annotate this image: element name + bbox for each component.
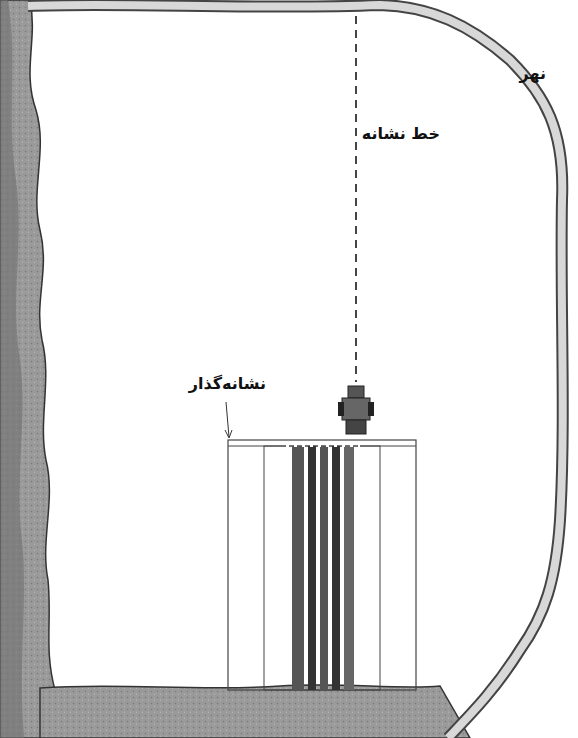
river <box>28 5 563 738</box>
marker-label: نشانه‌گذار <box>187 374 268 393</box>
tractor <box>338 386 374 434</box>
river-water <box>28 5 563 738</box>
line-label: خط نشانه <box>360 124 442 143</box>
leader-line <box>226 402 229 437</box>
terrain <box>0 0 55 738</box>
leader-arrow <box>225 430 232 438</box>
terrain-shade <box>0 0 24 738</box>
terrain <box>40 685 470 738</box>
marking-line <box>355 16 357 382</box>
river-label: نهر <box>517 64 548 83</box>
marker <box>228 440 416 690</box>
